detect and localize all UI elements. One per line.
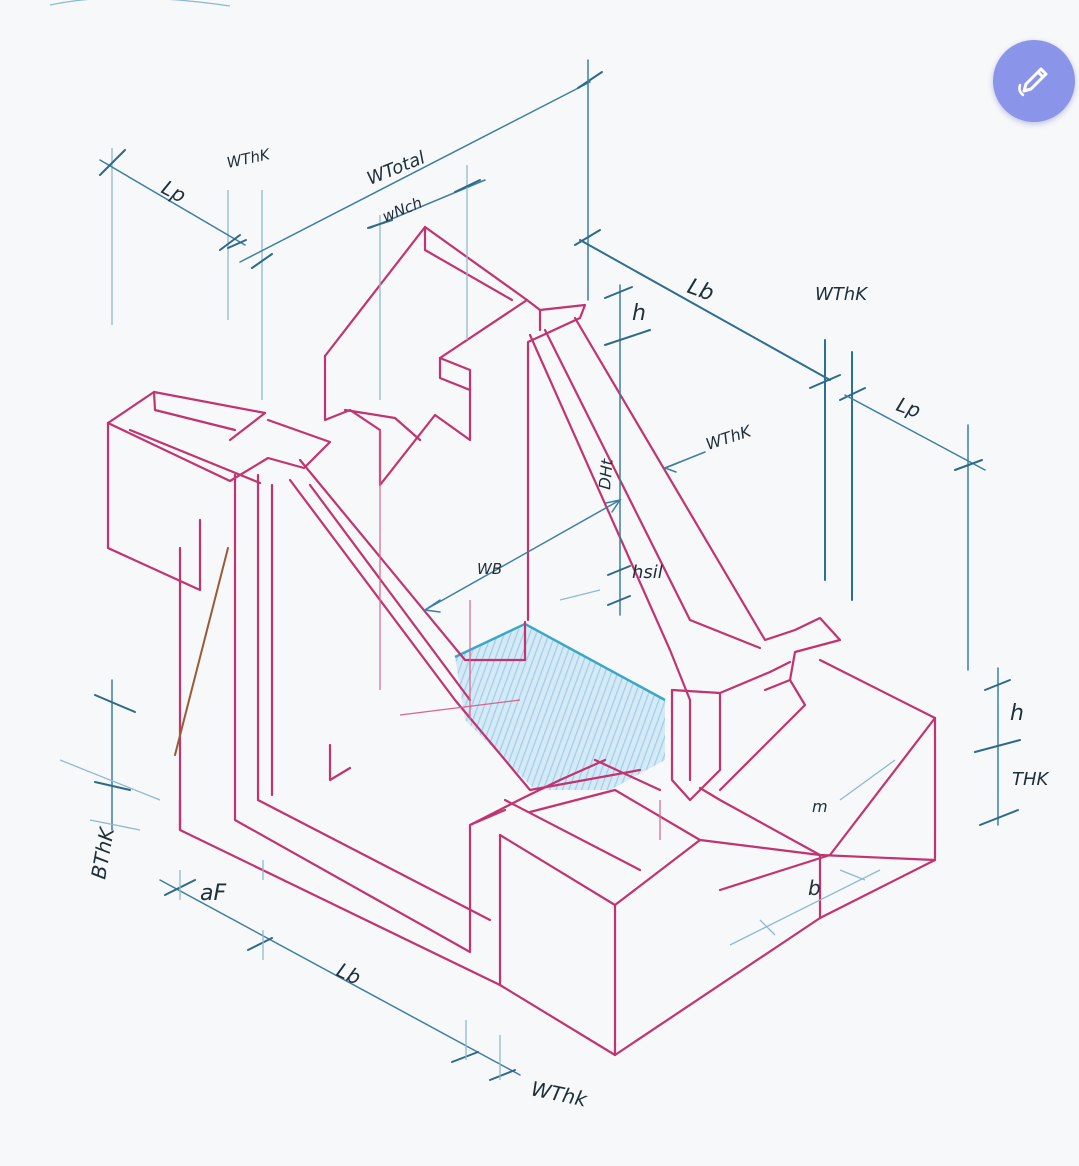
label-af: aF: [200, 881, 226, 906]
label-wtotal: WTotal: [364, 147, 428, 189]
label-bthk: BThK: [86, 824, 119, 881]
background-arc: [49, 0, 231, 7]
label-lp-right: Lp: [893, 392, 924, 423]
water-edge-left: [454, 622, 526, 659]
label-wthk-top-left: WThK: [225, 145, 272, 172]
label-lp-left: Lp: [158, 175, 190, 207]
label-hsil: hsil: [632, 562, 663, 583]
label-wnch: wNch: [380, 194, 425, 226]
label-lb-bottom: Lb: [333, 958, 365, 990]
edit-button[interactable]: [993, 40, 1075, 122]
label-wthk-mid: WThK: [703, 421, 754, 454]
dimension-labels: Lp WThK WTotal wNch h Lb WThK Lp WThK DH…: [86, 145, 1049, 1112]
label-thk-right: THK: [1012, 769, 1050, 790]
label-h-top: h: [632, 301, 646, 326]
water-surface: [455, 626, 665, 790]
label-h-right: h: [1010, 701, 1024, 726]
label-b: b: [808, 876, 821, 900]
structure-lines: [106, 225, 937, 1057]
water-edge-right: [524, 622, 666, 702]
label-dht: DHt: [595, 457, 617, 490]
guide-line: [174, 547, 229, 756]
construction-lines: [262, 430, 661, 880]
label-m: m: [812, 797, 828, 816]
label-wb: WB: [477, 560, 502, 578]
label-wthk-top-right: WThK: [815, 284, 868, 305]
dimension-lines: [59, 59, 1021, 1081]
pencil-icon: [1018, 67, 1048, 97]
label-wthk-bottom: WThk: [529, 1076, 590, 1111]
